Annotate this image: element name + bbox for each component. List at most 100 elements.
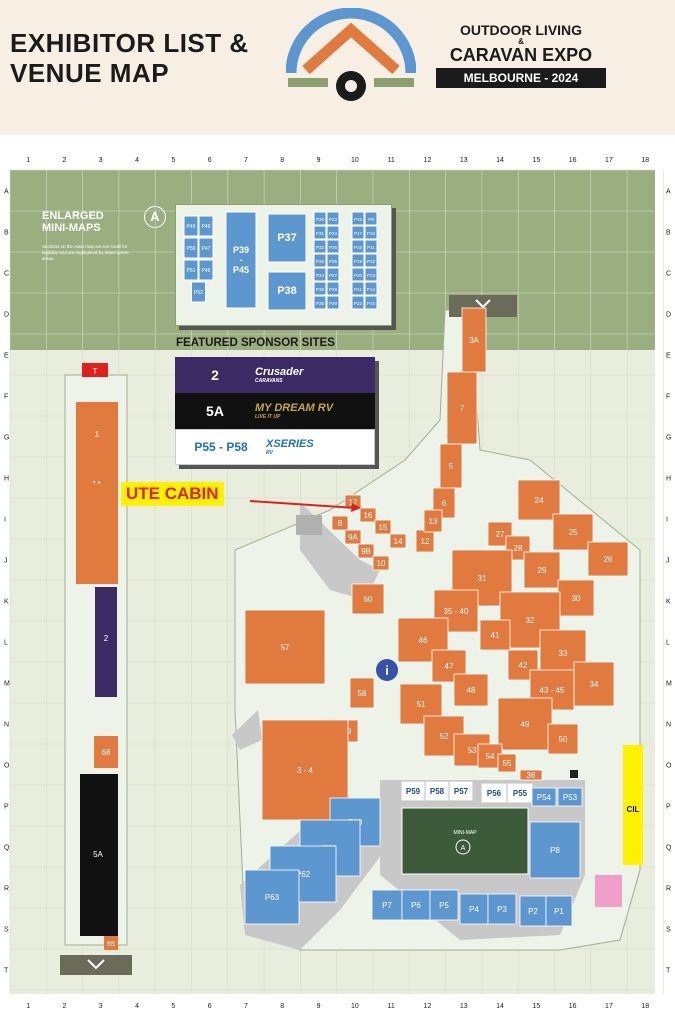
- minimap-site-p38[interactable]: P38: [267, 271, 307, 311]
- minimap-site-p14[interactable]: P14: [364, 281, 378, 296]
- site-29[interactable]: 29: [523, 551, 561, 589]
- site-24[interactable]: 24: [517, 479, 561, 521]
- minimap-site-p16[interactable]: P16: [351, 211, 365, 226]
- site-41[interactable]: 41: [479, 619, 511, 651]
- row-label: R: [666, 886, 671, 893]
- site-58[interactable]: 58: [349, 677, 375, 709]
- site-p8[interactable]: P8: [529, 821, 581, 879]
- minimap-site-label: P22: [354, 301, 363, 306]
- minimap-site-p52[interactable]: P52: [191, 281, 206, 303]
- site-p4[interactable]: P4: [459, 893, 489, 925]
- site-15[interactable]: 15: [374, 519, 392, 535]
- minimap-site-p21[interactable]: P21: [351, 281, 365, 296]
- site-16[interactable]: 16: [359, 507, 377, 523]
- minimap-site-p26[interactable]: P26: [326, 253, 340, 268]
- col-label: 14: [496, 157, 504, 164]
- site-p59[interactable]: P59: [401, 781, 425, 801]
- minimap-site-p34[interactable]: P34: [313, 267, 327, 282]
- minimap-site-p29[interactable]: P29: [326, 295, 340, 310]
- minimap-site-p39[interactable]: P39-P45: [225, 211, 257, 309]
- site-label: P6: [411, 901, 421, 910]
- site-p1[interactable]: P1: [545, 895, 573, 927]
- site-label: P2: [528, 907, 538, 916]
- minimap-site-p48[interactable]: P48: [198, 259, 214, 281]
- minimap-site-p20[interactable]: P20: [351, 267, 365, 282]
- site-label: P59: [406, 787, 421, 796]
- site-p56[interactable]: P56: [481, 783, 507, 803]
- site-label: 24: [535, 496, 544, 505]
- site-12[interactable]: 12: [415, 529, 435, 553]
- site-3a[interactable]: 3A: [461, 307, 487, 373]
- site-25[interactable]: 25: [552, 513, 594, 551]
- site-9b[interactable]: 9B: [357, 543, 375, 559]
- minimap-site-p50[interactable]: P50: [183, 237, 199, 259]
- site-label: 48: [467, 686, 476, 695]
- site-34[interactable]: 34: [573, 661, 615, 707]
- minimap-site-p12[interactable]: P12: [364, 253, 378, 268]
- minimap-site-p47[interactable]: P47: [198, 237, 214, 259]
- site-36[interactable]: 36: [519, 769, 543, 781]
- site-5[interactable]: 5: [439, 443, 463, 489]
- site-49[interactable]: 49: [497, 697, 553, 751]
- minimap-site-p22[interactable]: P22: [351, 295, 365, 310]
- site-label: 57: [281, 643, 290, 652]
- site-p5[interactable]: P5: [429, 889, 459, 921]
- minimap-site-p31[interactable]: P31: [313, 225, 327, 240]
- site-35-40[interactable]: 35 - 40: [433, 589, 479, 633]
- minimap-site-p32[interactable]: P32: [313, 239, 327, 254]
- minimap-site-p36[interactable]: P36: [313, 295, 327, 310]
- site-p3[interactable]: P3: [487, 893, 517, 925]
- site-p54[interactable]: P54: [531, 787, 557, 807]
- site-60[interactable]: 60: [351, 583, 385, 615]
- site-8[interactable]: 8: [331, 515, 349, 531]
- minimap-site-p27[interactable]: P27: [326, 267, 340, 282]
- minimap-site-p33[interactable]: P33: [313, 253, 327, 268]
- site-label: 49: [521, 720, 530, 729]
- minimap-site-p11[interactable]: P11: [364, 239, 378, 254]
- minimap-site-p28[interactable]: P28: [326, 281, 340, 296]
- minimap-site-p19[interactable]: P19: [351, 253, 365, 268]
- minimap-site-label: P9: [368, 217, 374, 222]
- site-p57[interactable]: P57: [449, 781, 473, 801]
- minimap-site-p51[interactable]: P51: [183, 259, 199, 281]
- site-48[interactable]: 48: [453, 673, 489, 707]
- site-50[interactable]: 50: [547, 723, 579, 755]
- site-55[interactable]: 55: [497, 753, 517, 773]
- minimap-site-p10[interactable]: P10: [364, 225, 378, 240]
- site-p58[interactable]: P58: [425, 781, 449, 801]
- site-p6[interactable]: P6: [401, 889, 431, 921]
- minimap-site-p18[interactable]: P18: [351, 239, 365, 254]
- site-p55[interactable]: P55: [507, 783, 533, 803]
- site-p2[interactable]: P2: [519, 895, 547, 927]
- minimap-site-p15[interactable]: P15: [364, 295, 378, 310]
- site-10[interactable]: 10: [372, 555, 390, 571]
- site-14[interactable]: 14: [389, 533, 407, 549]
- minimap-site-p25[interactable]: P25: [326, 239, 340, 254]
- col-label: 16: [569, 1003, 577, 1010]
- col-label: 11: [388, 1003, 395, 1010]
- minimap-site-p17[interactable]: P17: [351, 225, 365, 240]
- site-9a[interactable]: 9A: [344, 529, 362, 545]
- site-30[interactable]: 30: [557, 579, 595, 617]
- minimap-site-p46[interactable]: P46: [198, 215, 214, 237]
- minimap-site-p23[interactable]: P23: [326, 211, 340, 226]
- site-57[interactable]: 57: [244, 609, 326, 685]
- site-13[interactable]: 13: [423, 509, 443, 533]
- minimap-site-p49[interactable]: P49: [183, 215, 199, 237]
- site-label: 25: [569, 528, 578, 537]
- minimap-site-p13[interactable]: P13: [364, 267, 378, 282]
- site-26[interactable]: 26: [587, 541, 629, 577]
- minimap-site-p9[interactable]: P9: [364, 211, 378, 226]
- row-label: E: [666, 353, 671, 360]
- minimap-site-p24[interactable]: P24: [326, 225, 340, 240]
- minimap-site-label: P49: [187, 224, 196, 230]
- row-label: F: [666, 394, 670, 401]
- minimap-site-p35[interactable]: P35: [313, 281, 327, 296]
- site-p53[interactable]: P53: [557, 787, 583, 807]
- minimap-site-p30[interactable]: P30: [313, 211, 327, 226]
- minimap-site-p37[interactable]: P37: [267, 213, 307, 263]
- site-p63[interactable]: P63: [244, 869, 300, 925]
- minimap-site-label: P34: [316, 273, 325, 278]
- site-7[interactable]: 7: [446, 371, 478, 445]
- site-p7[interactable]: P7: [371, 889, 403, 921]
